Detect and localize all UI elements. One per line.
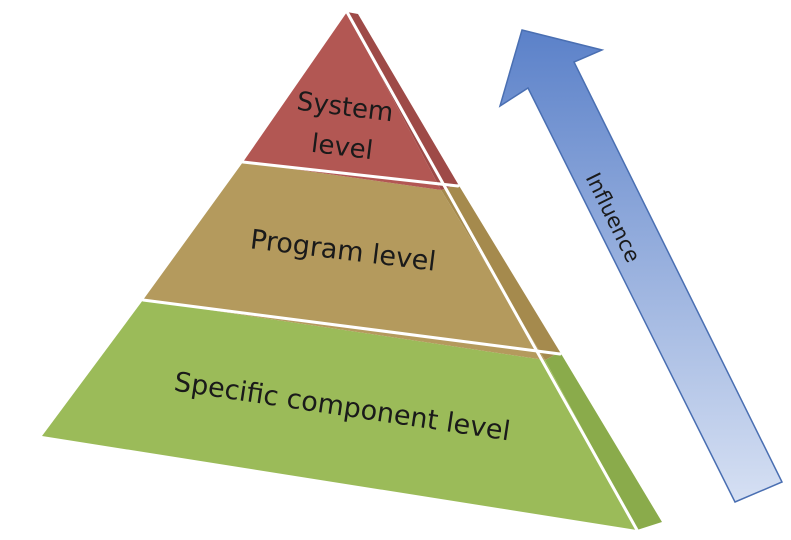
tier-program: Program level [143, 162, 560, 360]
tier-system-label-line-2: level [310, 129, 375, 166]
tier-program-face [143, 162, 545, 360]
tier-program-side [441, 184, 560, 360]
tier-specific-component-side [545, 352, 662, 530]
separator-front-edge [345, 10, 639, 532]
tier-specific-component-face [42, 300, 637, 530]
separator-system-program [241, 160, 460, 188]
tier-system-side [347, 12, 458, 190]
separator-program-specific [141, 298, 562, 356]
tier-separators [141, 10, 639, 532]
influence-arrow-shape [498, 29, 784, 503]
tier-system-face [243, 12, 441, 190]
tier-system: System level [243, 12, 458, 190]
tier-specific-component: Specific component level [42, 300, 662, 530]
